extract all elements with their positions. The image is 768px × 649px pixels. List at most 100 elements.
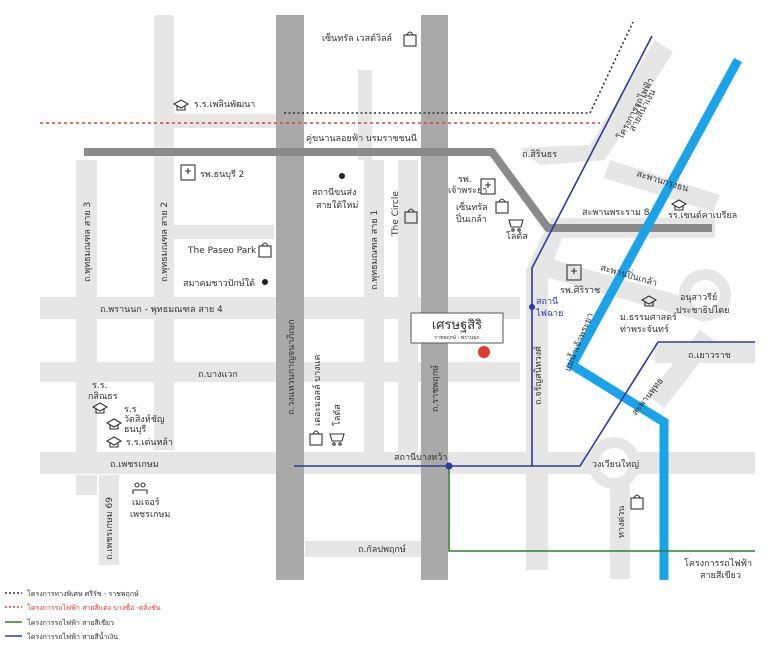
label-democracy-1: อนุสาวรีย์ <box>680 291 717 303</box>
hospital-icon <box>180 164 196 181</box>
label-wat-sin-3: ธนบุรี <box>124 424 146 435</box>
point-marker-icon <box>339 173 345 179</box>
hospital-icon <box>480 178 496 195</box>
label-hosp-thonburi2: รพ.ธนบุรี 2 <box>200 169 244 180</box>
road-short-vertical-mid <box>358 70 372 160</box>
project-logo: เศรษฐสิริ ราชพฤกษ์ - พรานนก <box>410 312 504 344</box>
hospital-icon <box>566 264 582 281</box>
shopping-bag-icon <box>630 494 644 510</box>
label-market-1: เมเจอร์ <box>132 496 160 508</box>
label-central-pinklao-2: ปิ่นเกล้า <box>456 212 487 225</box>
label-toll: ทางด่วน <box>617 506 627 538</box>
legend-label-red: โครงการรถไฟฟ้า สายสีแดง บางซื่อ -ตลิ่งชั… <box>27 603 161 612</box>
label-fai-chai-1: สถานี <box>536 296 558 307</box>
school-icon <box>105 418 123 430</box>
road-lower-right-vertical <box>610 474 630 579</box>
label-southern-association: สมาคมชาวปักษ์ใต้ <box>183 277 255 289</box>
label-school-phlin: ร.ร.เพลินพัฒนา <box>194 99 255 110</box>
shopping-cart-icon <box>508 219 524 232</box>
label-phran-nok: ถ.พรานนก - พุทธมณฑล สาย 4 <box>100 305 223 315</box>
road-phutthamonthon-3-lower <box>76 475 97 495</box>
label-lotus-bangkhae: โลตัส <box>332 404 343 426</box>
label-wat-sin-2: วัดสิงห์ชัญ <box>124 413 165 425</box>
label-kanchanaphisek: ถ.วงแหวนกาญจนาภิเษก <box>286 319 297 415</box>
label-siri-thon: ถ.สิรินธร <box>522 149 557 160</box>
school-icon <box>172 99 190 111</box>
road-ratchaphruek <box>421 15 448 580</box>
label-kasinthon-2: กสิณธร <box>88 391 118 402</box>
school-icon <box>640 295 658 307</box>
project-subtitle: ราชพฤกษ์ - พรานนก <box>434 334 479 341</box>
major-roads <box>276 15 448 580</box>
road-kanlapaphruek <box>305 541 445 557</box>
label-central-pinklao-1: เซ็นทรัล <box>456 200 488 213</box>
station-marker-icon <box>445 462 453 470</box>
label-bus-terminal-2: สายใต้ใหม่ <box>316 200 358 211</box>
roundabout-wongwian-yai-center <box>599 448 629 478</box>
shopping-bag-icon <box>258 242 272 258</box>
people-icon <box>132 482 148 494</box>
road-paseo <box>174 225 274 239</box>
label-paseo-park: The Paseo Park <box>187 246 257 256</box>
shopping-bag-icon <box>404 208 418 224</box>
label-siriraj: รพ.ศิริราช <box>560 285 600 296</box>
label-wat-sin-1: ร.ร <box>124 405 137 415</box>
label-phutthamonthon-3: ถ.พุทธมณฑล สาย 3 <box>83 202 93 282</box>
label-kasinthon-1: ร.ร. <box>92 381 107 391</box>
legend-label-expressway: โครงการทางพิเศษ ศรีรัช - ราชพฤกษ์ <box>27 589 139 598</box>
label-thammasat-1: ม.ธรรมศาสตร์ <box>620 311 677 323</box>
project-logo-box <box>410 312 504 344</box>
label-ratchaphruek: ถ.ราชพฤกษ์ <box>429 365 441 412</box>
label-fai-chai-2: ไฟฉาย <box>535 308 563 319</box>
road-krung-thon <box>604 160 720 212</box>
label-rama-8: สะพานพระราม 8 <box>582 208 650 218</box>
shopping-cart-icon <box>329 433 345 446</box>
label-lotus-pinklao: โลตัส <box>506 231 528 242</box>
road-top-thin <box>154 114 284 128</box>
shopping-bag-icon <box>403 31 417 47</box>
flyover-borommaratchachonnani <box>84 148 712 232</box>
school-icon <box>91 402 109 414</box>
station-marker-icon <box>529 304 535 310</box>
label-phet-kasem-69: ถ.เพชรเกษม 69 <box>105 497 115 560</box>
label-charan: ถ.จรัญสนิทวงศ์ <box>532 346 544 405</box>
label-hosp-chaophraya-2: เจ้าพระยา <box>448 185 487 196</box>
label-central-westville: เซ็นทรัล เวสต์วิลล์ <box>322 31 392 44</box>
blue-line <box>531 35 755 467</box>
green-line <box>448 466 755 552</box>
label-tenla: ร.ร.เต่นหล้า <box>126 437 173 448</box>
label-market-2: เพชรเกษม <box>130 510 170 520</box>
roundabout-democracy-center <box>690 280 720 310</box>
road-kanchanaphisek <box>276 15 304 580</box>
label-hosp-chaophraya-1: รพ. <box>458 175 472 185</box>
label-wongwian-yai: วงเวียนใหญ่ <box>592 459 639 470</box>
label-democracy-2: ประชาธิปไตย <box>676 305 729 316</box>
label-phutthamonthon-1: ถ.พุทธมณฑล สาย 1 <box>370 210 380 290</box>
expressway-dotted <box>284 21 634 114</box>
label-bus-terminal-1: สถานีขนส่ง <box>312 187 356 198</box>
road-phet-kasem-69 <box>99 475 119 565</box>
chao-phraya-river <box>566 57 742 580</box>
label-kanlapaphruek: ถ.กัลปพฤกษ์ <box>358 543 406 555</box>
label-st-gabriel: รร.เซนต์คาเบรียล <box>668 209 737 221</box>
legend-label-green: โครงการรถไฟฟ้า สายสีเขียว <box>27 618 114 627</box>
road-siri-thon-diagonal <box>520 40 673 165</box>
label-bang-wa-station: สถานีบางหว้า <box>394 452 447 463</box>
legend-label-blue: โครงการรถไฟฟ้า สายสีน้ำเงิน <box>27 630 118 641</box>
school-icon <box>670 199 688 211</box>
label-bang-waek: ถ.บางแวก <box>198 370 238 380</box>
label-thammasat-2: ท่าพระจันทร์ <box>620 323 669 335</box>
label-phet-kasem: ถ.เพชรเกษม <box>110 460 159 470</box>
label-borommaratchachonnani: คู่ขนานลอยฟ้า บรมราชชนนี <box>306 133 417 144</box>
label-green-line-1: โครงการรถไฟฟ้า <box>684 558 752 569</box>
label-the-circle: The Circle <box>391 191 401 237</box>
label-phutthamonthon-2: ถ.พุทธมณฑล สาย 2 <box>160 202 170 282</box>
poi-icons <box>91 31 688 510</box>
road-phet-kasem <box>40 452 755 474</box>
project-marker <box>478 346 490 358</box>
label-green-line-2: สายสีเขียว <box>700 570 741 581</box>
shopping-bag-icon <box>309 430 323 446</box>
project-name: เศรษฐสิริ <box>432 318 482 333</box>
school-icon <box>105 436 123 448</box>
